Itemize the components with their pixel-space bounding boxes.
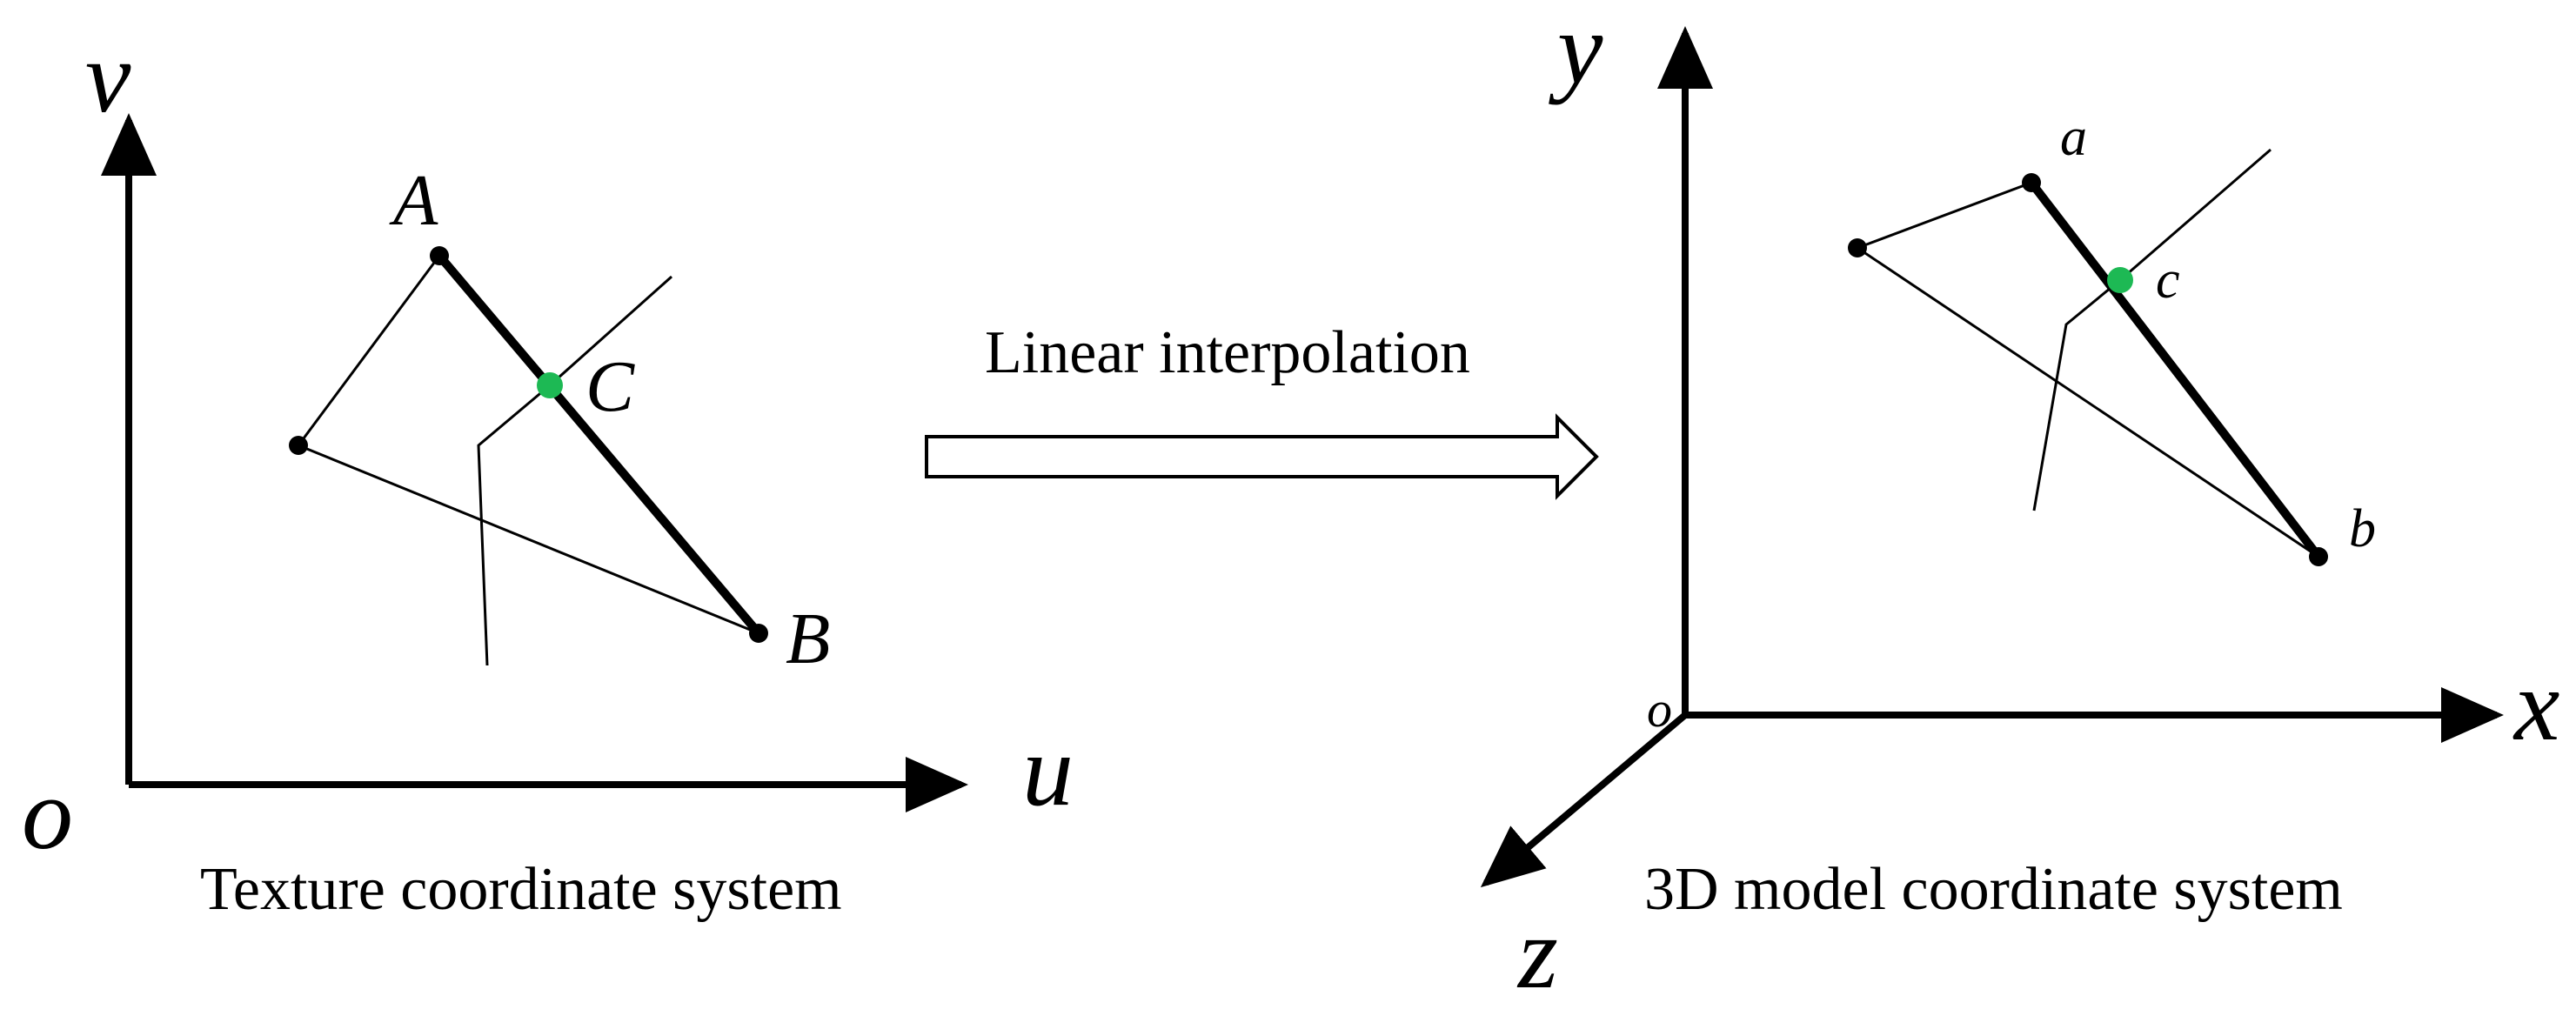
point-c-marker-3d — [2107, 267, 2133, 293]
interpolation-arrow-group: Linear interpolation — [925, 319, 1599, 500]
point-c-label: C — [585, 346, 635, 427]
u-axis-label: u — [1022, 713, 1074, 827]
model-caption: 3D model coordinate system — [1644, 856, 2343, 923]
edge-a-side — [297, 255, 441, 446]
texture-coordinate-panel: v u o A B C Texture coordinate system — [22, 20, 1074, 923]
point-side-marker-3d — [1848, 238, 1867, 257]
point-a-label: A — [389, 160, 438, 241]
edge-side-b — [298, 444, 759, 635]
texture-caption: Texture coordinate system — [200, 856, 842, 923]
z-axis-label: z — [1516, 896, 1558, 1010]
point-a-marker-3d — [2022, 173, 2041, 192]
crossing-curve-left — [477, 275, 672, 666]
point-c-marker — [537, 372, 563, 398]
origin-label-left: o — [22, 757, 73, 871]
edge-a-side-3d — [1857, 181, 2032, 250]
point-b-marker — [749, 624, 768, 643]
point-b-label: B — [786, 598, 830, 679]
point-b-marker-3d — [2309, 547, 2328, 566]
segment-ab-3d — [2028, 179, 2322, 560]
crossing-curve-right — [2032, 148, 2272, 511]
point-a-label-3d: a — [2060, 108, 2087, 167]
point-b-label-3d: b — [2349, 499, 2376, 558]
model-coordinate-panel: y x z o a b c 3D model coordinate system — [1480, 0, 2559, 1010]
y-axis-label: y — [1549, 0, 1603, 105]
v-axis-label: v — [85, 20, 131, 134]
segment-ab — [436, 252, 762, 637]
point-c-label-3d: c — [2156, 251, 2180, 310]
point-side-marker — [289, 436, 308, 455]
arrow-label: Linear interpolation — [985, 319, 1470, 386]
x-axis-label: x — [2512, 648, 2559, 762]
hollow-arrow — [925, 413, 1599, 500]
edge-side-b-3d — [1857, 246, 2319, 558]
point-a-marker — [430, 246, 449, 265]
z-axis — [1480, 712, 1688, 888]
origin-label-right: o — [1647, 681, 1672, 738]
